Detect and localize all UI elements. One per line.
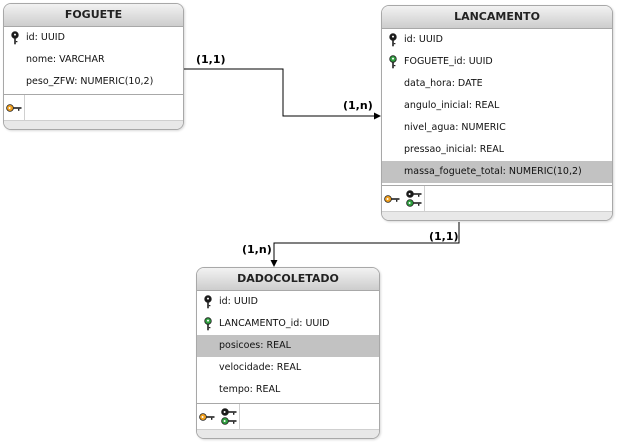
attribute-label: velocidade: REAL (219, 362, 302, 373)
footer-key-cell (4, 95, 25, 121)
attribute-label: nivel_agua: NUMERIC (404, 122, 506, 133)
attribute-label: LANCAMENTO_id: UUID (219, 318, 330, 329)
attribute-row[interactable]: data_hora: DATE (382, 73, 612, 95)
attribute-label: pressao_inicial: REAL (404, 144, 505, 155)
attribute-row[interactable]: tempo: REAL (197, 379, 379, 401)
attribute-row[interactable]: FOGUETE_id: UUID (382, 51, 612, 73)
arrowhead-lancamento (374, 112, 381, 120)
attribute-row[interactable]: velocidade: REAL (197, 357, 379, 379)
attribute-label: nome: VARCHAR (26, 54, 105, 65)
attribute-label: id: UUID (404, 34, 443, 45)
card-label-lancamento-source: (1,1) (429, 230, 459, 243)
attribute-label: id: UUID (219, 296, 258, 307)
primary-key-icon (204, 295, 212, 309)
attribute-label: peso_ZFW: NUMERIC(10,2) (26, 76, 154, 87)
attribute-label: angulo_inicial: REAL (404, 100, 500, 111)
attribute-list: id: UUID LANCAMENTO_id: UUID posicoes: REA… (197, 291, 379, 401)
foreign-key-icon (389, 55, 397, 69)
primary-key-icon (11, 31, 19, 45)
footer-key-cell (382, 186, 425, 212)
attribute-row[interactable]: nome: VARCHAR (4, 49, 183, 71)
entity-bottom-strip (4, 120, 183, 129)
footer-key-cell (197, 404, 240, 430)
primary-key-icon (389, 33, 397, 47)
attribute-list: id: UUID nome: VARCHAR peso_ZFW: NUMERIC(1… (4, 27, 183, 93)
entity-title: LANCAMENTO (382, 6, 612, 29)
attribute-label: data_hora: DATE (404, 78, 483, 89)
entity-footer (4, 94, 183, 121)
attribute-label: id: UUID (26, 32, 65, 43)
card-label-lancamento-target: (1,n) (343, 99, 373, 112)
attribute-row[interactable]: angulo_inicial: REAL (382, 95, 612, 117)
attribute-label: massa_foguete_total: NUMERIC(10,2) (404, 166, 582, 177)
attribute-label: posicoes: REAL (219, 340, 291, 351)
attribute-label: tempo: REAL (219, 384, 281, 395)
attribute-row[interactable]: pressao_inicial: REAL (382, 139, 612, 161)
attribute-row[interactable]: LANCAMENTO_id: UUID (197, 313, 379, 335)
card-label-foguete-source: (1,1) (196, 53, 226, 66)
entity-title: DADOCOLETADO (197, 268, 379, 291)
entity-title: FOGUETE (4, 4, 183, 27)
attribute-row[interactable]: nivel_agua: NUMERIC (382, 117, 612, 139)
entity-footer (382, 185, 612, 212)
attribute-row[interactable]: peso_ZFW: NUMERIC(10,2) (4, 71, 183, 93)
entity-dadocoletado[interactable]: DADOCOLETADO id: UUID LANCAMENTO_id: UUID… (196, 267, 380, 439)
attribute-label: FOGUETE_id: UUID (404, 56, 493, 67)
entity-foguete[interactable]: FOGUETE id: UUID nome: VARCHAR peso_ZFW: N… (3, 3, 184, 130)
arrowhead-dadocoletado (270, 260, 278, 267)
attribute-row[interactable]: id: UUID (382, 29, 612, 51)
attribute-row[interactable]: id: UUID (197, 291, 379, 313)
entity-lancamento[interactable]: LANCAMENTO id: UUID FOGUETE_id: UUID data_… (381, 5, 613, 221)
attribute-list: id: UUID FOGUETE_id: UUID data_hora: DATE a… (382, 29, 612, 183)
foreign-key-icon (204, 317, 212, 331)
entity-bottom-strip (382, 211, 612, 220)
attribute-row[interactable]: id: UUID (4, 27, 183, 49)
attribute-row[interactable]: posicoes: REAL (197, 335, 379, 357)
entity-bottom-strip (197, 429, 379, 438)
card-label-dadocoletado-target: (1,n) (242, 243, 272, 256)
entity-footer (197, 403, 379, 430)
attribute-row[interactable]: massa_foguete_total: NUMERIC(10,2) (382, 161, 612, 183)
